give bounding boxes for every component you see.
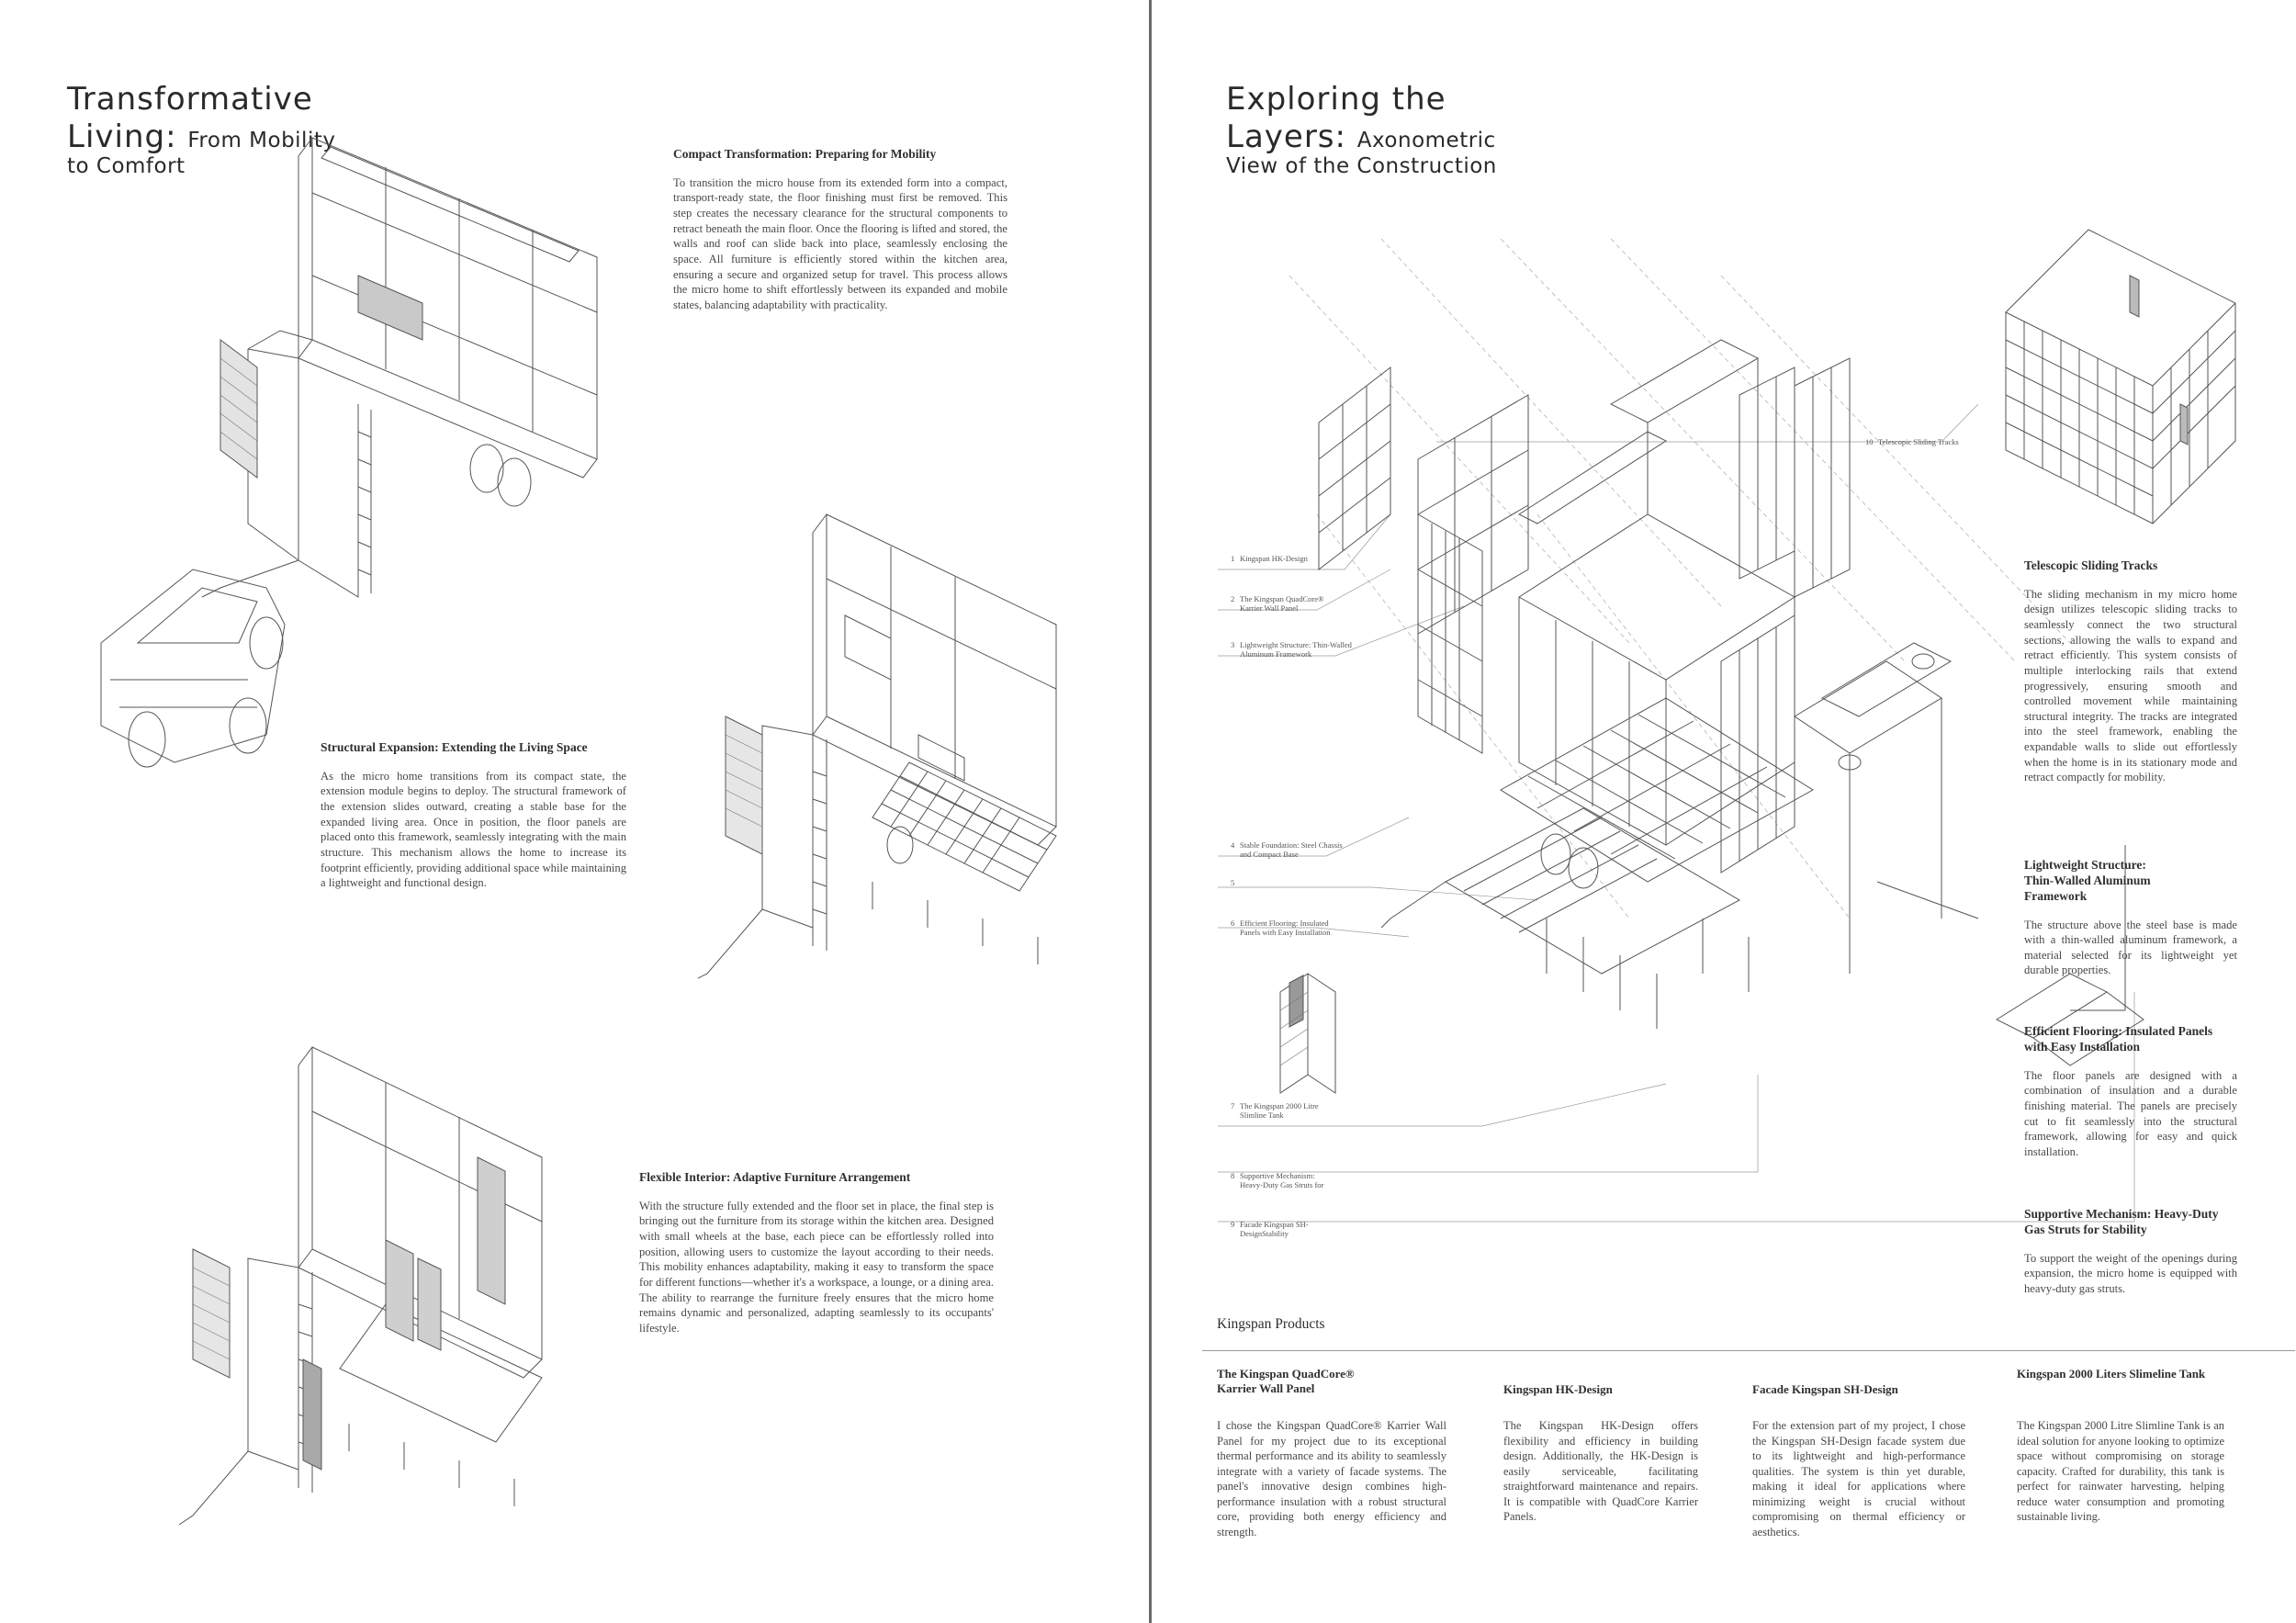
- lightweight-structure-section: Lightweight Structure: Thin-Walled Alumi…: [2024, 858, 2237, 978]
- section-body: As the micro home transitions from its c…: [321, 769, 626, 890]
- right-page: Exploring the Layers: Axonometric View o…: [1152, 0, 2296, 1623]
- efficient-flooring-section: Efficient Flooring: Insulated Panels wit…: [2024, 1024, 2237, 1159]
- structural-expansion-drawing: [689, 496, 1075, 992]
- page-spine: [1149, 0, 1152, 1623]
- section-body: To support the weight of the openings du…: [2024, 1251, 2237, 1295]
- right-page-title: Exploring the Layers: Axonometric View o…: [1226, 81, 1497, 178]
- product-card: The Kingspan QuadCore® Karrier Wall Pane…: [1217, 1367, 1446, 1539]
- section-heading: Compact Transformation: Preparing for Mo…: [673, 147, 937, 161]
- title-line-1: Transformative: [67, 81, 313, 118]
- section-body: With the structure fully extended and th…: [639, 1199, 994, 1335]
- left-page-title: Transformative Living: From Mobility to …: [67, 81, 336, 178]
- section-heading: Supportive Mechanism: Heavy-Duty Gas Str…: [2024, 1207, 2219, 1236]
- product-body: The Kingspan HK-Design offers flexibilit…: [1503, 1419, 1698, 1523]
- product-card: Kingspan HK-Design The Kingspan HK-Desig…: [1503, 1367, 1698, 1525]
- title-line-3: View of the Construction: [1226, 153, 1497, 178]
- product-card: Kingspan 2000 Liters Slimeline Tank The …: [2017, 1367, 2224, 1525]
- product-body: The Kingspan 2000 Litre Slimline Tank is…: [2017, 1419, 2224, 1523]
- supportive-mechanism-section: Supportive Mechanism: Heavy-Duty Gas Str…: [2024, 1207, 2237, 1297]
- flexible-interior-drawing: [165, 1029, 569, 1543]
- section-heading: Efficient Flooring: Insulated Panels wit…: [2024, 1024, 2213, 1054]
- products-divider: [1202, 1350, 2295, 1351]
- title-line-2: Living: From Mobility: [67, 118, 336, 156]
- product-card: Facade Kingspan SH-Design For the extens…: [1752, 1367, 1965, 1539]
- compact-house-with-car-drawing: [83, 129, 652, 772]
- section-heading: Structural Expansion: Extending the Livi…: [321, 740, 588, 754]
- left-page: Transformative Living: From Mobility to …: [67, 81, 1149, 1623]
- product-body: For the extension part of my project, I …: [1752, 1419, 1965, 1538]
- structural-expansion-section: Structural Expansion: Extending the Livi…: [321, 740, 626, 891]
- section-body: The sliding mechanism in my micro home d…: [2024, 587, 2237, 784]
- section-body: The floor panels are designed with a com…: [2024, 1068, 2237, 1158]
- product-heading: Kingspan 2000 Liters Slimeline Tank: [2017, 1367, 2206, 1381]
- title-line-3: to Comfort: [67, 153, 186, 178]
- product-body: I chose the Kingspan QuadCore® Karrier W…: [1217, 1419, 1446, 1538]
- exploded-axonometric-drawing: [1152, 0, 2296, 1249]
- title-line-1: Exploring the: [1226, 81, 1446, 118]
- section-heading: Lightweight Structure: Thin-Walled Alumi…: [2024, 858, 2151, 903]
- product-heading: The Kingspan QuadCore® Karrier Wall Pane…: [1217, 1367, 1355, 1396]
- section-heading: Flexible Interior: Adaptive Furniture Ar…: [639, 1170, 911, 1184]
- title-line-2: Layers: Axonometric: [1226, 118, 1496, 156]
- section-body: To transition the micro house from its e…: [673, 175, 1007, 311]
- products-title: Kingspan Products: [1217, 1316, 1325, 1332]
- flexible-interior-section: Flexible Interior: Adaptive Furniture Ar…: [639, 1170, 994, 1336]
- product-heading: Facade Kingspan SH-Design: [1752, 1382, 1898, 1396]
- compact-transformation-section: Compact Transformation: Preparing for Mo…: [673, 147, 1007, 312]
- section-body: The structure above the steel base is ma…: [2024, 918, 2237, 977]
- section-heading: Telescopic Sliding Tracks: [2024, 558, 2158, 572]
- telescopic-tracks-section: Telescopic Sliding Tracks The sliding me…: [2024, 558, 2237, 785]
- product-heading: Kingspan HK-Design: [1503, 1382, 1613, 1396]
